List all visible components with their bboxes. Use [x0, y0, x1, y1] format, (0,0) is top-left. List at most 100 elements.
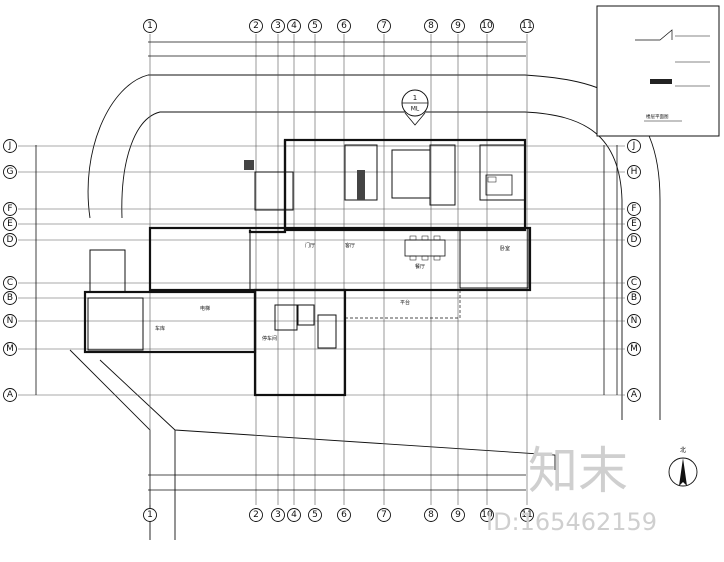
north-label: 北 [680, 446, 686, 454]
svg-text:E: E [631, 219, 637, 229]
row-bubble-C: C [627, 276, 641, 290]
column-bubble-7: 7 [377, 508, 391, 522]
column-bubble-4: 4 [287, 19, 301, 33]
svg-text:B: B [7, 293, 13, 303]
row-bubble-C: C [3, 276, 17, 290]
row-bubble-F: F [627, 202, 641, 216]
row-bubble-F: F [3, 202, 17, 216]
legend-title: 楼层平面图 [646, 113, 669, 120]
column-bubble-3: 3 [271, 19, 285, 33]
row-bubble-H: H [627, 165, 641, 179]
svg-text:5: 5 [312, 21, 318, 31]
row-bubble-J: J [627, 139, 641, 153]
svg-text:A: A [631, 390, 638, 400]
watermark-brand: 知末 [528, 442, 628, 500]
svg-text:H: H [631, 167, 638, 177]
svg-text:1: 1 [147, 510, 153, 520]
row-bubble-D: D [627, 233, 641, 247]
row-bubbles-left: J G FED CB N M A [3, 139, 17, 402]
column-bubble-1: 1 [143, 19, 157, 33]
svg-text:4: 4 [291, 21, 297, 31]
svg-text:10: 10 [481, 21, 493, 31]
svg-text:3: 3 [275, 21, 281, 31]
row-bubble-J: J [3, 139, 17, 153]
column-bubble-2: 2 [249, 508, 263, 522]
svg-text:D: D [7, 235, 14, 245]
column-bubble-9: 9 [451, 19, 465, 33]
column-bubble-1: 1 [143, 508, 157, 522]
row-bubble-G: G [3, 165, 17, 179]
column-bubble-4: 4 [287, 508, 301, 522]
dimension-lines [35, 41, 618, 491]
column-bubble-11: 11 [520, 19, 534, 33]
row-bubbles-right: J H FED CB N M A [627, 139, 641, 402]
row-bubble-E: E [627, 217, 641, 231]
building-walls [83, 138, 532, 397]
column-bubble-5: 5 [308, 508, 322, 522]
svg-text:N: N [631, 316, 638, 326]
bed [485, 174, 513, 196]
section-number: 1 [413, 94, 417, 102]
svg-text:11: 11 [521, 510, 532, 520]
column-bubble-8: 8 [424, 508, 438, 522]
column-bubble-6: 6 [337, 508, 351, 522]
svg-text:9: 9 [455, 510, 461, 520]
row-bubble-N: N [3, 314, 17, 328]
svg-text:4: 4 [291, 510, 297, 520]
column-bubble-3: 3 [271, 508, 285, 522]
row-bubble-M: M [627, 342, 641, 356]
section-marker: 1 ML [401, 89, 429, 126]
room-label-lift: 电梯 [200, 305, 210, 312]
stair [89, 249, 126, 293]
column-bubble-6: 6 [337, 19, 351, 33]
svg-text:C: C [7, 278, 13, 288]
vertical-grid [149, 34, 528, 505]
room-label-dining: 餐厅 [415, 263, 425, 270]
svg-text:3: 3 [275, 510, 281, 520]
legend-box: 楼层平面图 [596, 5, 720, 137]
svg-text:6: 6 [341, 21, 347, 31]
svg-text:M: M [6, 344, 14, 354]
section-sheet: ML [411, 106, 420, 113]
svg-text:D: D [631, 235, 638, 245]
room-label-garage: 车库 [155, 325, 165, 332]
column-bubble-8: 8 [424, 19, 438, 33]
room-label-entry: 门厅 [305, 242, 315, 249]
row-bubble-A: A [3, 388, 17, 402]
column-bubble-10: 10 [480, 19, 494, 33]
row-bubble-E: E [3, 217, 17, 231]
svg-text:1: 1 [147, 21, 153, 31]
svg-text:2: 2 [253, 510, 259, 520]
column-bubble-7: 7 [377, 19, 391, 33]
column-bubble-11: 11 [520, 508, 534, 522]
column-bubble-10: 10 [480, 508, 494, 522]
column-bubble-9: 9 [451, 508, 465, 522]
row-bubble-B: B [627, 291, 641, 305]
watermark-id: ID:165462159 [486, 508, 657, 536]
row-bubble-A: A [627, 388, 641, 402]
svg-text:F: F [7, 204, 12, 214]
room-label-terrace: 平台 [400, 299, 410, 306]
row-bubble-B: B [3, 291, 17, 305]
svg-text:10: 10 [481, 510, 493, 520]
row-bubble-M: M [3, 342, 17, 356]
svg-text:8: 8 [428, 510, 434, 520]
svg-text:A: A [7, 390, 14, 400]
column-bubble-5: 5 [308, 19, 322, 33]
svg-text:7: 7 [381, 21, 387, 31]
svg-text:B: B [631, 293, 637, 303]
room-label-bedroom: 卧室 [500, 245, 510, 252]
horizontal-grid [18, 145, 625, 396]
svg-text:2: 2 [253, 21, 259, 31]
svg-text:J: J [8, 141, 12, 151]
dining-table [404, 235, 446, 261]
svg-text:C: C [631, 278, 637, 288]
svg-text:N: N [7, 316, 14, 326]
svg-text:7: 7 [381, 510, 387, 520]
room-label-living: 客厅 [345, 242, 355, 249]
column-bubble-2: 2 [249, 19, 263, 33]
watermark: 知末 ID:165462159 [486, 442, 657, 536]
